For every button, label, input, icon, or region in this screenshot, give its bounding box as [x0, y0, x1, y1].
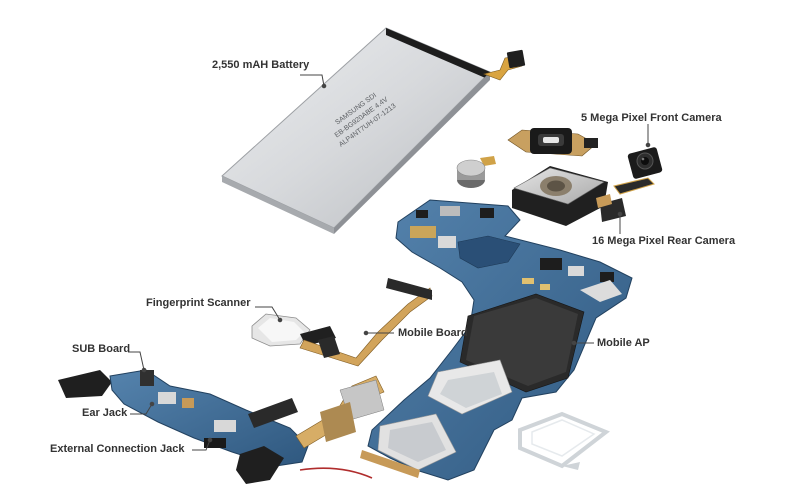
leader-fingerprint	[255, 306, 281, 321]
label-fingerprint-scanner: Fingerprint Scanner	[146, 297, 251, 309]
label-mobile-ap: Mobile AP	[597, 337, 650, 349]
label-external-connection-jack: External Connection Jack	[50, 443, 185, 455]
leader-battery	[300, 74, 325, 87]
rear-camera	[512, 166, 626, 226]
label-front-camera: 5 Mega Pixel Front Camera	[581, 112, 722, 124]
antenna-cable	[299, 467, 373, 479]
label-ear-jack: Ear Jack	[82, 407, 128, 419]
sub-to-main-flex-cable	[295, 375, 385, 449]
label-rear-camera: 16 Mega Pixel Rear Camera	[592, 235, 736, 247]
leader-external-jack	[192, 439, 211, 451]
front-camera	[613, 147, 663, 195]
sim-tray	[518, 411, 610, 470]
mobile-board	[360, 199, 633, 481]
label-sub-board: SUB Board	[72, 343, 131, 355]
fingerprint-scanner	[251, 278, 433, 367]
leader-sub-board	[128, 351, 145, 371]
earpiece-module	[507, 128, 598, 157]
battery-connector	[482, 49, 526, 81]
label-battery: 2,550 mAH Battery	[212, 59, 310, 71]
sub-board	[58, 369, 309, 484]
leader-ear-jack	[130, 403, 153, 415]
leader-lines	[128, 74, 651, 451]
label-mobile-board: Mobile Board	[398, 327, 468, 339]
vibration-motor	[456, 156, 496, 188]
battery: SAMSUNG SDI EB-BG920ABE 4.4V ALP4NT7UH-0…	[221, 27, 526, 234]
